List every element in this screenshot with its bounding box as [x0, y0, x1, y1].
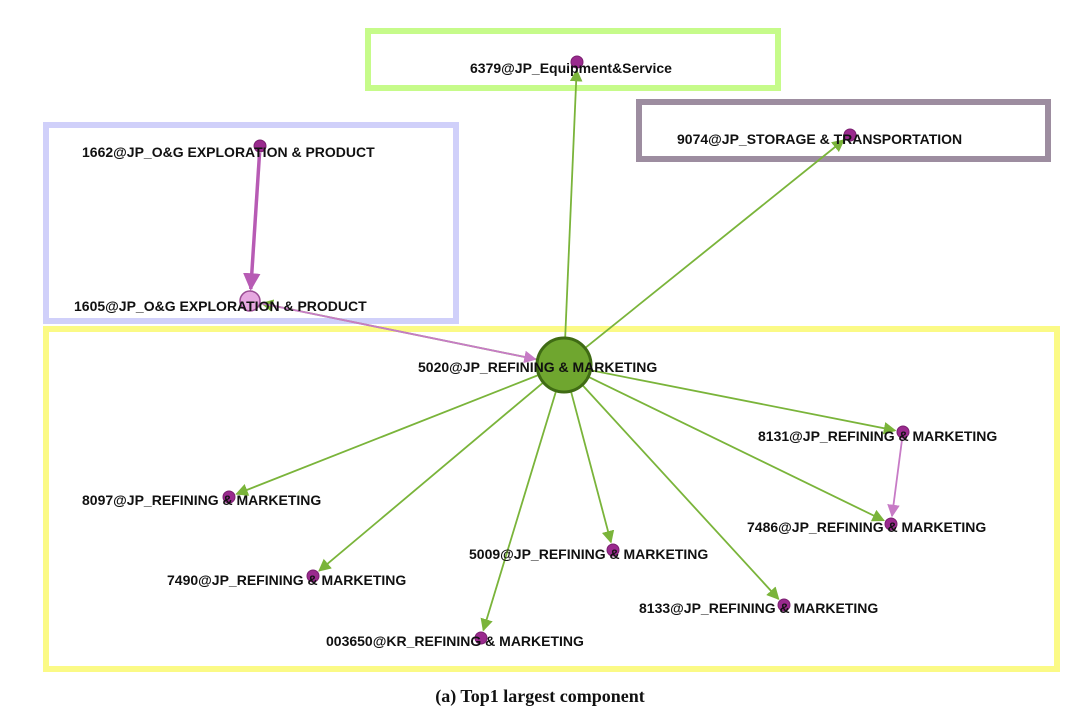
node-label-7490: 7490@JP_REFINING & MARKETING [167, 572, 406, 588]
edge-5020-7486 [588, 376, 885, 522]
node-label-8133: 8133@JP_REFINING & MARKETING [639, 600, 878, 616]
node-8097 [222, 490, 236, 504]
group-box-exploration [43, 122, 459, 324]
node-9074 [843, 128, 857, 142]
node-5020 [535, 336, 593, 394]
edge-5020-6379 [564, 68, 583, 338]
group-box-storage [636, 99, 1051, 162]
node-label-6379: 6379@JP_Equipment&Service [470, 60, 672, 76]
node-8133 [777, 598, 791, 612]
node-1662 [253, 139, 267, 153]
node-label-1662: 1662@JP_O&G EXPLORATION & PRODUCT [82, 144, 375, 160]
edge-5020-7490 [318, 382, 544, 572]
node-label-5009: 5009@JP_REFINING & MARKETING [469, 546, 708, 562]
node-label-8131: 8131@JP_REFINING & MARKETING [758, 428, 997, 444]
figure-caption: (a) Top1 largest component [435, 686, 645, 706]
edges [235, 68, 903, 632]
edge-5020-003650 [480, 391, 557, 632]
node-label-9074: 9074@JP_STORAGE & TRANSPORTATION [677, 131, 962, 147]
node-5009 [606, 543, 620, 557]
node-label-003650: 003650@KR_REFINING & MARKETING [326, 633, 584, 649]
edge-5020-9074 [585, 139, 845, 349]
edge-5020-8133 [582, 385, 780, 601]
edge-1605-5020 [260, 302, 537, 364]
node-7486 [884, 517, 898, 531]
node-003650 [474, 631, 488, 645]
node-7490 [306, 569, 320, 583]
group-box-refining [43, 326, 1060, 672]
node-1605 [239, 290, 261, 312]
edge-5020-5009 [570, 391, 615, 544]
group-box-equipment [365, 28, 781, 91]
node-8131 [896, 425, 910, 439]
node-label-7486: 7486@JP_REFINING & MARKETING [747, 519, 986, 535]
node-label-1605: 1605@JP_O&G EXPLORATION & PRODUCT [74, 298, 367, 314]
edge-8131-7486 [887, 438, 903, 518]
node-6379 [570, 55, 584, 69]
group-boxes [43, 28, 1060, 672]
node-label-8097: 8097@JP_REFINING & MARKETING [82, 492, 321, 508]
nodes [222, 55, 910, 645]
node-label-5020: 5020@JP_REFINING & MARKETING [418, 359, 657, 375]
edge-5020-8131 [591, 369, 897, 435]
node-labels: 6379@JP_Equipment&Service 9074@JP_STORAGE… [74, 60, 997, 649]
edge-1662-1605 [243, 152, 262, 291]
edge-5020-8097 [235, 374, 539, 496]
